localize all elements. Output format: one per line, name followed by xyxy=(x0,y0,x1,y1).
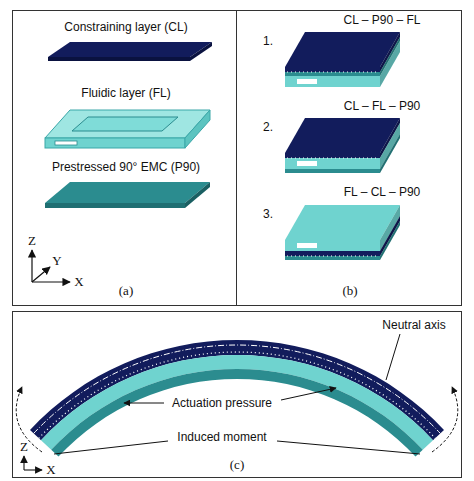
fluidic-layer xyxy=(55,141,77,145)
bent-actuator xyxy=(34,345,441,433)
callout-number: 3. xyxy=(263,208,273,222)
fluidic-layer xyxy=(72,117,178,131)
panel-label: (b) xyxy=(342,284,357,299)
p90-layer xyxy=(45,182,210,203)
axis-label: X xyxy=(46,463,55,478)
panel-frame xyxy=(13,312,462,478)
axes xyxy=(23,456,24,470)
p90-layer xyxy=(45,203,185,208)
stack-block xyxy=(285,240,380,251)
stack-block xyxy=(285,153,380,158)
p90-layer xyxy=(185,182,210,208)
constraining-layer xyxy=(190,42,212,61)
moment-arrow xyxy=(16,387,458,452)
part-name: Actuation pressure xyxy=(172,397,272,411)
axes xyxy=(32,281,70,282)
stack-block xyxy=(285,256,380,260)
bent-actuator xyxy=(51,369,423,457)
stack-block xyxy=(285,251,380,256)
layer-name: Prestressed 90° EMC (P90) xyxy=(52,161,200,175)
axis-label: Z xyxy=(28,234,36,249)
fluidic-layer xyxy=(45,110,210,138)
stack-block xyxy=(287,255,378,256)
stack-block xyxy=(297,243,317,248)
stack-order: CL – P90 – FL xyxy=(344,14,421,28)
stack-block xyxy=(297,161,317,166)
constraining-layer xyxy=(48,42,212,57)
callout-number: 1. xyxy=(263,35,273,49)
stack-block xyxy=(380,32,400,87)
leader-line xyxy=(124,403,164,404)
layer-name: Constraining layer (CL) xyxy=(64,21,187,35)
constraining-layer xyxy=(48,42,212,61)
leader-line xyxy=(277,441,420,454)
axes xyxy=(24,456,42,470)
bent-actuator xyxy=(30,340,444,457)
stack-block xyxy=(380,205,400,260)
axis-label: Z xyxy=(20,440,28,455)
stack-order: CL – FL – P90 xyxy=(344,100,421,114)
axes xyxy=(31,250,32,282)
panel-frame xyxy=(13,11,237,306)
p90-layer xyxy=(45,182,210,208)
part-name: Neutral axis xyxy=(382,319,445,333)
callout-number: 2. xyxy=(263,121,273,135)
panel-label: (c) xyxy=(230,458,244,473)
stack-block xyxy=(285,118,400,153)
panel-label: (a) xyxy=(119,284,133,299)
fluidic-layer xyxy=(45,138,185,148)
moment-arrow xyxy=(432,387,458,452)
stack-block xyxy=(285,32,400,67)
leader-line xyxy=(54,441,168,454)
stack-block xyxy=(297,79,317,84)
bent-actuator xyxy=(39,352,435,438)
stack-block xyxy=(285,205,400,240)
axes xyxy=(32,267,50,282)
panel-frame xyxy=(13,11,462,478)
panel-frame xyxy=(237,11,462,306)
stack-block xyxy=(285,205,400,260)
leader-line xyxy=(281,388,336,400)
stack-block xyxy=(287,71,378,72)
stack-block xyxy=(285,72,380,76)
stack-block xyxy=(380,118,400,173)
fluidic-layer xyxy=(45,110,210,148)
fluidic-layer xyxy=(185,110,210,148)
constraining-layer xyxy=(48,57,190,61)
part-name: Induced moment xyxy=(177,431,266,445)
axes xyxy=(32,250,70,282)
stack-block xyxy=(285,169,380,173)
axes xyxy=(24,469,42,470)
stack-block xyxy=(285,32,400,87)
stack-block xyxy=(285,118,400,173)
stack-block xyxy=(287,157,378,158)
axis-label: Y xyxy=(52,254,61,269)
leader-line xyxy=(54,334,420,454)
leader-line xyxy=(386,334,400,380)
stack-order: FL – CL – P90 xyxy=(344,186,421,200)
stack-block xyxy=(285,158,380,169)
axis-label: X xyxy=(74,275,83,290)
layer-name: Fluidic layer (FL) xyxy=(81,87,170,101)
stack-block xyxy=(285,76,380,87)
stack-block xyxy=(285,67,380,72)
